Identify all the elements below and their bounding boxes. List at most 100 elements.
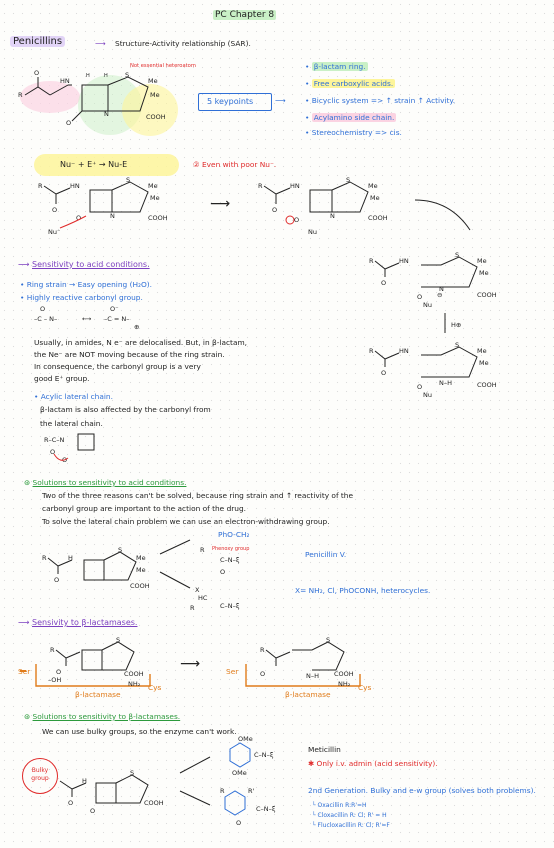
- svg-text:HN: HN: [60, 77, 70, 85]
- svg-text:Nu: Nu: [308, 228, 317, 236]
- svg-text:R: R: [50, 646, 55, 654]
- even-poor-nu: ② Even with poor Nu⁻.: [193, 160, 277, 169]
- reactive-carbonyl-line: • Highly reactive carbonyl group.: [20, 293, 143, 302]
- svg-text:C–N–ξ: C–N–ξ: [220, 556, 240, 564]
- svg-text:R: R: [190, 604, 195, 612]
- solutions-acid-text-1: Two of the three reasons can't be solved…: [42, 491, 354, 500]
- svg-text:N: N: [104, 110, 109, 118]
- svg-text:Me: Me: [136, 554, 146, 562]
- svg-text:O: O: [34, 69, 39, 77]
- svg-text:R: R: [42, 554, 47, 562]
- ser-label-1: Ser: [18, 667, 31, 676]
- svg-text:O⁻: O⁻: [110, 305, 119, 313]
- mechanism-structures-row1: R O HN S Me Me COOH O N Nu⁻ ⟶ R O HN S M…: [38, 176, 471, 236]
- svg-text:R: R: [220, 787, 225, 795]
- penicillins-heading: Penicillins: [10, 36, 66, 47]
- svg-text:–OH: –OH: [48, 676, 61, 684]
- ring-strain-line: • Ring strain → Easy opening (H₂O).: [20, 280, 153, 289]
- enzyme-label-2: β-lactamase: [285, 690, 331, 699]
- pho-label: PhO-CH₂: [218, 530, 250, 539]
- svg-text:HN: HN: [399, 257, 409, 265]
- svg-text:COOH: COOH: [477, 291, 497, 299]
- svg-text:COOH: COOH: [477, 381, 497, 389]
- svg-text:COOH: COOH: [144, 799, 164, 807]
- keypoints-arrow: ⟶: [275, 96, 286, 105]
- svg-text:Nu: Nu: [423, 391, 432, 399]
- svg-text:O: O: [417, 293, 422, 301]
- svg-text:O: O: [236, 819, 241, 827]
- svg-text:Me: Me: [136, 566, 146, 574]
- svg-text:⟷: ⟷: [82, 315, 91, 323]
- svg-text:C–N–ξ: C–N–ξ: [254, 751, 274, 759]
- reaction-formula: Nu⁻ + E⁺ → Nu-E: [60, 160, 128, 169]
- keypoint-1: • β-lactam ring.: [305, 62, 368, 71]
- solutions-acid-text-2: carbonyl group are important to the acti…: [42, 504, 247, 513]
- svg-text:Nu: Nu: [423, 301, 432, 309]
- x-groups: X= NH₂, Cl, PhOCONH, heterocycles.: [295, 586, 431, 595]
- keypoint-3: • Bicyclic system => ↑ strain ↑ Activity…: [305, 96, 456, 105]
- solutions-acid-title: ⊛ Solutions to sensitivity to acid condi…: [24, 478, 187, 487]
- methicillin: Meticillin: [308, 745, 341, 754]
- svg-text:R: R: [200, 546, 205, 554]
- svg-text:HN: HN: [290, 182, 300, 190]
- keypoint-5: • Stereochemistry => cis.: [305, 128, 402, 137]
- svg-text:R: R: [258, 182, 263, 190]
- amide-text-3: In consequence, the carbonyl group is a …: [34, 362, 201, 371]
- svg-text:Me: Me: [477, 347, 487, 355]
- cys-label-2: Cys: [358, 683, 372, 692]
- svg-text:H⊕: H⊕: [451, 321, 461, 329]
- phenoxy-label: Phenoxy group: [212, 546, 250, 552]
- svg-text:COOH: COOH: [334, 670, 354, 678]
- svg-text:O: O: [294, 216, 299, 224]
- svg-text:Me: Me: [477, 257, 487, 265]
- enzyme-label-1: β-lactamase: [75, 690, 121, 699]
- svg-text:COOH: COOH: [124, 670, 144, 678]
- amide-text-2: the Ne⁻ are NOT moving because of the ri…: [34, 350, 225, 359]
- solutions-acid-text-3: To solve the lateral chain problem we ca…: [42, 517, 330, 526]
- svg-text:S: S: [326, 636, 330, 644]
- svg-text:–C – N–: –C – N–: [34, 315, 57, 323]
- svg-text:O: O: [220, 568, 225, 576]
- svg-text:⊖: ⊖: [437, 291, 442, 299]
- oxacillin: └ Oxacillin R:R'=H: [312, 802, 367, 809]
- svg-text:R': R': [248, 787, 255, 795]
- svg-text:HN: HN: [399, 347, 409, 355]
- svg-text:O: O: [381, 279, 386, 287]
- keypoints-box: 5 keypoints: [198, 93, 272, 111]
- svg-text:O: O: [56, 668, 61, 676]
- svg-text:R: R: [369, 257, 374, 265]
- mechanism-structures-right: R O HN S Me Me COOH O Nu ⊖ N H⊕ R O HN S…: [369, 251, 497, 399]
- svg-text:O: O: [417, 383, 422, 391]
- svg-text:S: S: [346, 176, 350, 184]
- svg-text:S: S: [125, 71, 129, 79]
- reaction-highlight: [34, 154, 179, 176]
- svg-text:Me: Me: [370, 194, 380, 202]
- penicillin-v-structures: R O H S Me Me COOH R C–N–ξ O X HC R C–N–…: [42, 539, 240, 612]
- cloxacillin: └ Cloxacillin R: Cl; R' = H: [312, 812, 387, 819]
- svg-text:R–C–N: R–C–N: [44, 436, 65, 444]
- beta-lactamases-title: ⟶ Sensivity to β-lactamases.: [18, 618, 138, 627]
- svg-text:S: S: [455, 341, 459, 349]
- svg-text:⟶: ⟶: [210, 196, 230, 212]
- svg-text:N–H: N–H: [306, 672, 319, 680]
- svg-text:Me: Me: [148, 77, 158, 85]
- svg-text:COOH: COOH: [148, 214, 168, 222]
- svg-text:OMe: OMe: [232, 769, 247, 777]
- svg-text:O: O: [50, 448, 55, 456]
- acylic-title: • Acylic lateral chain.: [34, 392, 113, 401]
- svg-text:O: O: [90, 807, 95, 815]
- not-essential-note: Not essential heteroatom: [130, 63, 196, 69]
- svg-text:O: O: [381, 369, 386, 377]
- svg-text:⟶: ⟶: [180, 656, 200, 672]
- svg-text:Me: Me: [479, 269, 489, 277]
- amide-resonance: –C – N– O ⟷ –C = N– O⁻ ⊕: [34, 305, 139, 331]
- acylic-text-2: the lateral chain.: [40, 419, 103, 428]
- solutions-lact-text: We can use bulky groups, so the enzyme c…: [42, 727, 237, 736]
- svg-text:Me: Me: [148, 182, 158, 190]
- svg-text:O: O: [68, 799, 73, 807]
- solutions-lact-title: ⊛ Solutions to sensitivity to β-lactamas…: [24, 712, 181, 721]
- penicillin-v: Penicillin V.: [305, 550, 347, 559]
- ser-label-2: Ser: [226, 667, 239, 676]
- svg-text:R: R: [38, 182, 43, 190]
